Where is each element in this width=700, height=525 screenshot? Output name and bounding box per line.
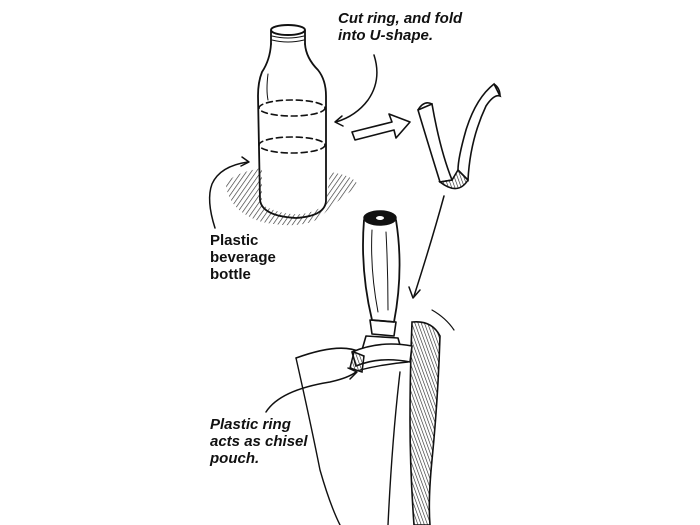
bottle-caption: Plastic beverage bottle: [210, 232, 276, 283]
apron: [295, 309, 455, 525]
pouch-caption: Plastic ring acts as chisel pouch.: [210, 416, 308, 467]
plastic-bottle: [257, 24, 327, 219]
caption-line: pouch.: [210, 450, 260, 467]
chisel: [361, 210, 403, 353]
caption-line: Cut ring, and fold: [338, 10, 463, 27]
caption-line: Plastic ring: [210, 416, 291, 433]
bottle-leader-line: [208, 161, 249, 229]
cut-ring-caption: Cut ring, and fold into U-shape.: [338, 10, 462, 44]
u-shaped-ring: [417, 82, 502, 190]
caption-line: beverage: [210, 249, 276, 266]
caption-line: into U-shape.: [338, 27, 434, 44]
caption-line: Plastic: [210, 232, 259, 249]
bottle-shadow: [226, 168, 358, 226]
down-arrow: [413, 195, 445, 297]
caption-line: acts as chisel: [210, 433, 308, 450]
caption-line: bottle: [210, 266, 251, 283]
fold-arrow: [351, 113, 411, 141]
chisel-pouch: [349, 343, 413, 374]
pouch-leader-line: [265, 371, 357, 413]
cut-ring-leader-line: [335, 54, 378, 123]
